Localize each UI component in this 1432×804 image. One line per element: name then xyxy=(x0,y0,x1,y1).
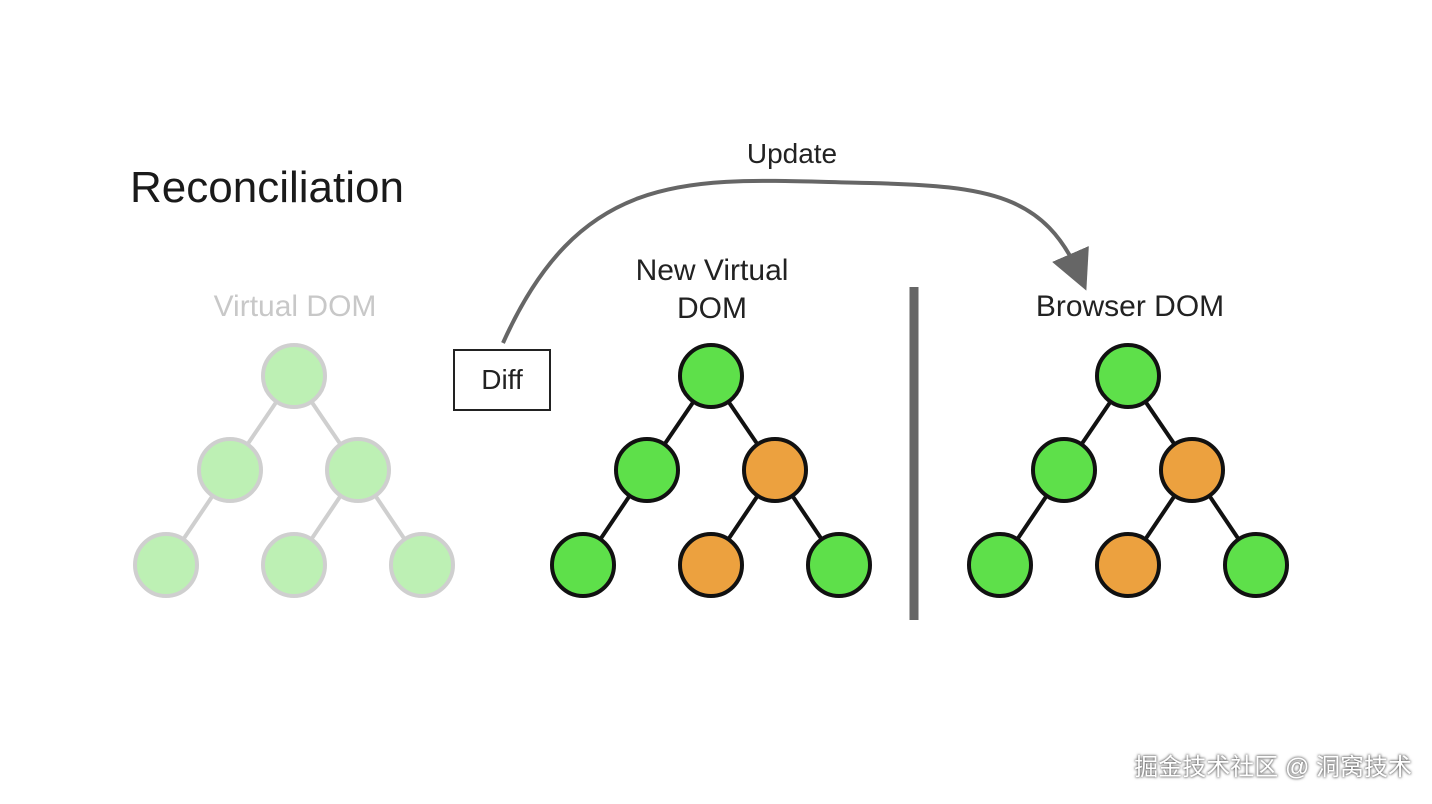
browser-dom-node-2 xyxy=(1159,437,1225,503)
new-virtual-dom-label-line1: New Virtual xyxy=(635,254,789,287)
browser-dom-node-5 xyxy=(1223,532,1289,598)
diagram-title: Reconciliation xyxy=(130,163,404,212)
new-virtual-dom-node-4 xyxy=(678,532,744,598)
virtual-dom-node-1 xyxy=(197,437,263,503)
diff-label: Diff xyxy=(481,364,523,395)
update-arrow xyxy=(501,178,1089,344)
browser-dom-node-4 xyxy=(1095,532,1161,598)
tree-nodes xyxy=(133,343,1289,598)
new-virtual-dom-label-line2: DOM xyxy=(677,292,747,325)
browser-dom-node-0 xyxy=(1095,343,1161,409)
new-virtual-dom-node-5 xyxy=(806,532,872,598)
virtual-dom-node-3 xyxy=(133,532,199,598)
virtual-dom-node-4 xyxy=(261,532,327,598)
new-virtual-dom-node-3 xyxy=(550,532,616,598)
new-virtual-dom-node-0 xyxy=(678,343,744,409)
browser-dom-node-3 xyxy=(967,532,1033,598)
new-virtual-dom-node-1 xyxy=(614,437,680,503)
virtual-dom-label: Virtual DOM xyxy=(213,290,377,323)
watermark: 掘金技术社区 @ 洞窝技术 xyxy=(1134,754,1412,781)
browser-dom-label: Browser DOM xyxy=(1035,290,1225,323)
virtual-dom-node-0 xyxy=(261,343,327,409)
virtual-dom-node-5 xyxy=(389,532,455,598)
update-label: Update xyxy=(746,138,838,169)
browser-dom-node-1 xyxy=(1031,437,1097,503)
virtual-dom-node-2 xyxy=(325,437,391,503)
diff-box: Diff xyxy=(453,349,551,411)
new-virtual-dom-node-2 xyxy=(742,437,808,503)
